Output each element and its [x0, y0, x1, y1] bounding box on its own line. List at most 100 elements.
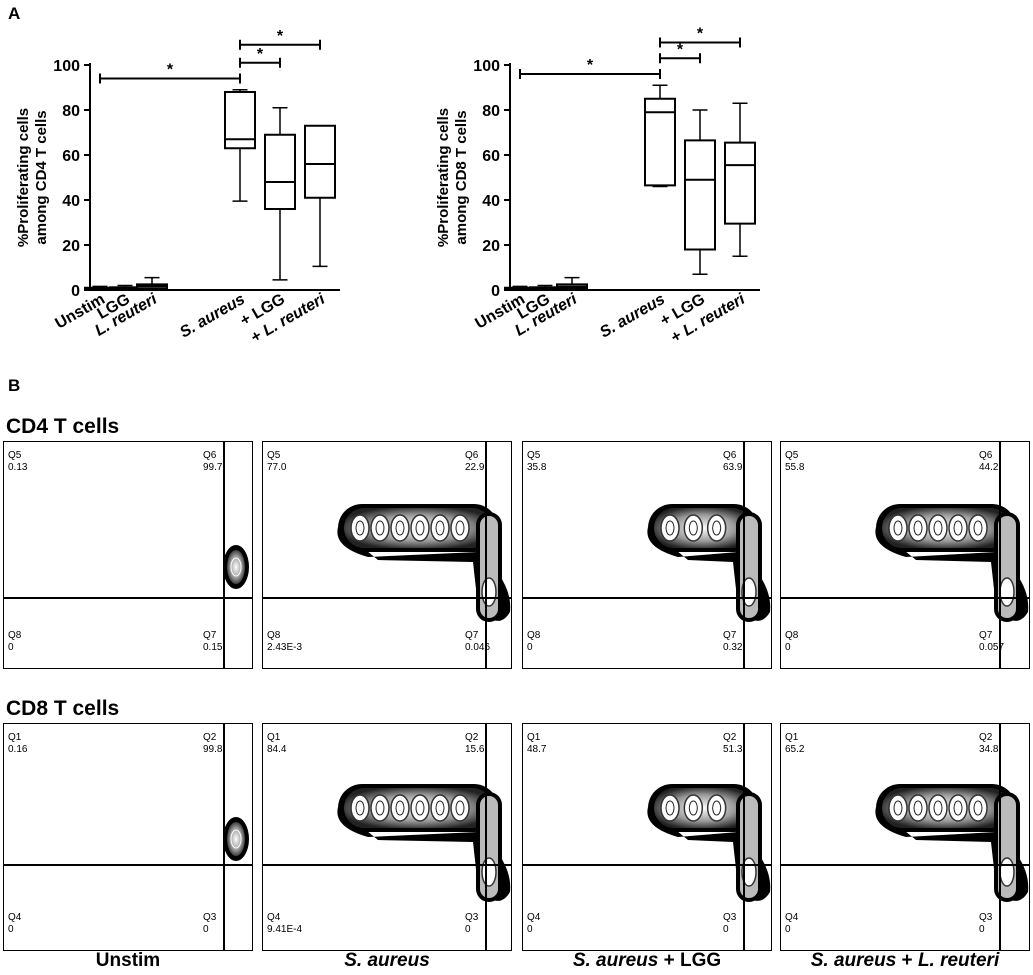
density-plot	[875, 784, 1029, 902]
contour-lobe	[660, 794, 680, 822]
quadrant-percent: 0.16	[8, 744, 28, 755]
y-tick-label: 40	[62, 193, 80, 210]
y-tick-label: 60	[482, 148, 500, 165]
quadrant-name: Q4	[8, 912, 22, 923]
quadrant-name: Q5	[527, 450, 541, 461]
y-axis-label-line: %Proliferating cells	[15, 108, 32, 247]
significance-star: *	[697, 26, 704, 43]
quadrant-percent: 0	[8, 924, 14, 935]
y-tick-label: 60	[62, 148, 80, 165]
box-3	[644, 84, 676, 188]
contour-lobe-inner	[953, 800, 963, 816]
quadrant-percent: 99.8	[203, 744, 223, 755]
cell-cluster	[227, 550, 245, 584]
quadrant-percent: 15.6	[465, 744, 485, 755]
contour-lobe	[683, 514, 704, 542]
contour-lobe-inner	[665, 520, 675, 536]
contour-lobe-inner	[395, 800, 405, 816]
quadrant-name: Q6	[723, 450, 737, 461]
quadrant-percent: 0.046	[465, 642, 491, 653]
quadrant-percent: 2.43E-3	[267, 642, 303, 653]
contour-lobe-inner	[665, 800, 675, 816]
contour-lobe	[968, 514, 988, 542]
y-tick-label: 100	[53, 58, 80, 75]
quadrant-percent: 55.8	[785, 462, 805, 473]
y-axis-label-line: among CD4 T cells	[33, 110, 50, 244]
y-tick-label: 0	[491, 283, 500, 300]
significance-bracket: *	[239, 46, 281, 68]
contour-lobe-inner	[712, 800, 722, 816]
quadrant-name: Q3	[465, 912, 479, 923]
column-label-text: S. aureus	[344, 950, 430, 971]
contour-lobe-inner	[375, 800, 385, 816]
contour-lobe	[908, 514, 928, 542]
contour-lobe	[410, 794, 430, 822]
contour-lobe	[390, 794, 410, 822]
box-rect	[304, 124, 336, 199]
contour-lobe	[390, 514, 410, 542]
contour-lobe	[968, 794, 988, 822]
quadrant-percent: 0	[8, 642, 14, 653]
vertical-gate-line	[485, 724, 487, 950]
box-5	[304, 124, 336, 268]
quadrant-name: Q7	[979, 630, 993, 641]
contour-lobe-inner	[893, 520, 903, 536]
contour-lobe	[908, 794, 928, 822]
box-rect	[684, 139, 716, 251]
contour-lobe-inner	[355, 520, 365, 536]
quadrant-name: Q6	[979, 450, 993, 461]
quadrant-percent: 99.7	[203, 462, 223, 473]
significance-bracket: *	[659, 41, 701, 64]
contour-lobe-inner	[455, 800, 465, 816]
quadrant-percent: 0.057	[979, 642, 1005, 653]
quadrant-name: Q3	[723, 912, 737, 923]
density-plot	[337, 504, 511, 622]
contour	[230, 557, 242, 577]
significance-star: *	[277, 28, 284, 45]
column-label-text: + LGG	[658, 950, 722, 971]
contour-lobe	[683, 794, 704, 822]
horizontal-gate-line	[523, 597, 771, 599]
quadrant-name: Q5	[267, 450, 281, 461]
contour-lobe	[370, 514, 390, 542]
quadrant-name: Q2	[723, 732, 737, 743]
column-label-italic: S. aureus	[572, 950, 659, 971]
contour-lobe-inner	[973, 800, 983, 816]
column-label-s-aureus-lgg: S. aureus + LGG	[522, 950, 772, 972]
quadrant-percent: 65.2	[785, 744, 805, 755]
quadrant-name: Q6	[465, 450, 479, 461]
quadrant-name: Q1	[785, 732, 799, 743]
quadrant-name: Q4	[267, 912, 281, 923]
quadrant-name: Q3	[979, 912, 993, 923]
contour-lobe	[948, 514, 968, 542]
contour-lobe	[948, 794, 968, 822]
contour-lobe-inner	[933, 520, 943, 536]
y-tick-label: 40	[482, 193, 500, 210]
significance-bracket: *	[239, 28, 321, 50]
density-plot	[223, 545, 249, 589]
contour-lobe	[350, 514, 370, 542]
box-4	[264, 107, 296, 281]
y-tick-label: 100	[473, 58, 500, 75]
contour-lobe-inner	[395, 520, 405, 536]
